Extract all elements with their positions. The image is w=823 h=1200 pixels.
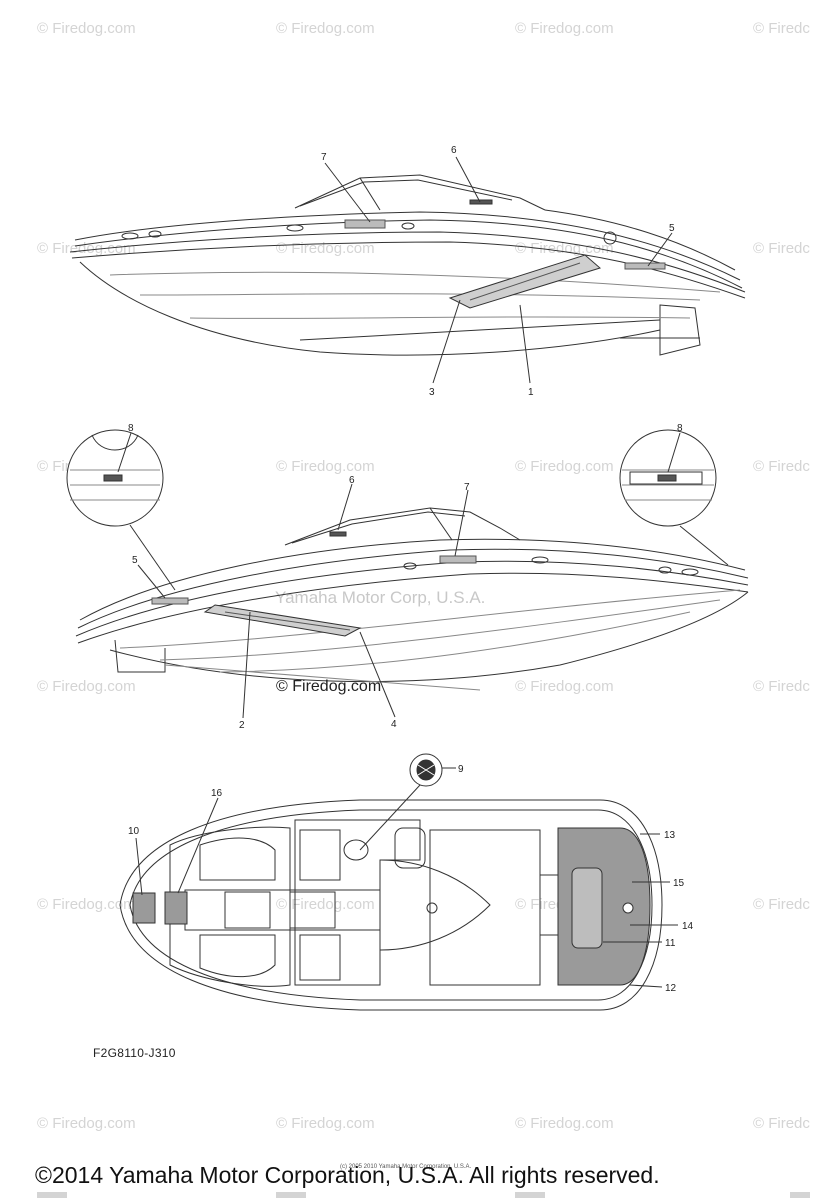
callout-4: 4 (391, 719, 397, 730)
callout-8: 8 (128, 423, 134, 434)
watermark: © Firedog.com (276, 458, 375, 475)
callout-7: 7 (464, 482, 470, 493)
boat-top-view (119, 799, 663, 1011)
watermark: © Firedog.com (276, 20, 375, 37)
callout-6: 6 (451, 145, 457, 156)
callout-5: 5 (132, 555, 138, 566)
callout-5: 5 (669, 223, 675, 234)
emblem-9 (409, 753, 443, 787)
callout-2: 2 (239, 720, 245, 731)
bottom-watermark-strip (37, 1192, 810, 1198)
watermark: © Firedog.com (37, 240, 136, 257)
detail-view-bow (66, 429, 164, 527)
watermark: © Firedc (753, 20, 810, 37)
watermark: © Firedog.com (37, 678, 136, 695)
watermark: © Firedc (753, 240, 810, 257)
watermark: © Firedog.com (276, 1115, 375, 1132)
watermark: © Firedog.com (276, 896, 375, 913)
watermark: © Firedog.com (515, 1115, 614, 1132)
callout-8: 8 (677, 423, 683, 434)
callout-16: 16 (211, 788, 223, 799)
part-code: F2G8110-J310 (93, 1046, 176, 1060)
callout-1: 1 (528, 387, 534, 398)
boat-side-view-port (75, 507, 749, 691)
yamaha-watermark: Yamaha Motor Corp, U.S.A. (275, 588, 486, 607)
boat-side-view-starboard (69, 174, 746, 356)
callout-7: 7 (321, 152, 327, 163)
watermark: © Firedog.com (515, 458, 614, 475)
callout-3: 3 (429, 387, 435, 398)
small-copyright: (c) 2005 2010 Yamaha Motor Corporation, … (340, 1164, 472, 1170)
watermark: © Firedog.com (515, 20, 614, 37)
watermark: © Firedog.com (37, 1115, 136, 1132)
footer-copyright: ©2014 Yamaha Motor Corporation, U.S.A. A… (35, 1162, 660, 1188)
watermark: © Firedc (753, 896, 810, 913)
callout-12: 12 (665, 983, 677, 994)
watermark: © Firedog.com (515, 240, 614, 257)
callout-13: 13 (664, 830, 676, 841)
callout-11: 11 (665, 938, 676, 949)
watermark: © Firedc (753, 458, 810, 475)
callout-10: 10 (128, 826, 140, 837)
callout-14: 14 (682, 921, 694, 932)
watermark: © Firedc (753, 678, 810, 695)
callout-15: 15 (673, 878, 685, 889)
detail-view-stern (619, 429, 717, 527)
watermark: © Firedog.com (37, 896, 136, 913)
watermark: © Firedog.com (37, 20, 136, 37)
watermark: © Firedc (753, 1115, 810, 1132)
callout-6: 6 (349, 475, 355, 486)
watermark: © Firedog.com (515, 678, 614, 695)
watermark-center: © Firedog.com (276, 678, 382, 695)
callout-9: 9 (458, 764, 464, 775)
